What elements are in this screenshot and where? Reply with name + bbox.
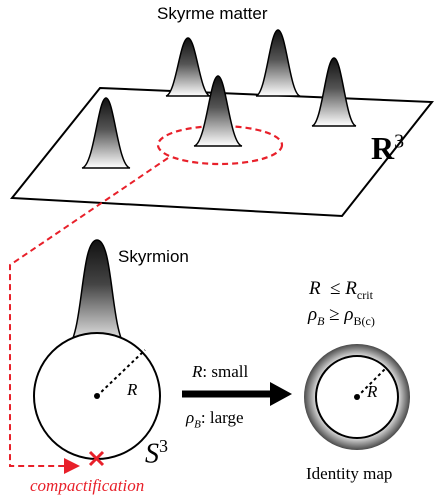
transition-arrow-head (270, 382, 292, 406)
skyrmion-peak (63, 239, 131, 351)
arrow-bottom-label: ρB: large (186, 408, 244, 431)
arrow-top-label: R: small (192, 362, 249, 381)
identity-map-label: Identity map (306, 464, 393, 483)
sphere-radius (96, 349, 146, 397)
compactification-label: compactification (30, 476, 145, 495)
sphere-radius-label: R (127, 380, 138, 399)
ring-radius-label: R (367, 382, 378, 401)
condition-density: ρB ≥ ρB(c) (308, 304, 375, 328)
matter-peak (193, 75, 243, 147)
space-r3-label: R3 (371, 130, 405, 166)
sphere-s3-label: S3 (145, 436, 168, 470)
identity-map-radius (356, 368, 386, 398)
cross-mark-icon (88, 450, 105, 467)
condition-radius: R ≤ Rcrit (309, 278, 373, 302)
matter-peak (81, 97, 131, 169)
matter-peak (165, 37, 211, 97)
compactification-connector (9, 157, 169, 474)
matter-peak (311, 57, 357, 127)
matter-peak (255, 29, 301, 97)
skyrmion-label: Skyrmion (118, 247, 189, 266)
skyrme-matter-label: Skyrme matter (157, 4, 268, 23)
